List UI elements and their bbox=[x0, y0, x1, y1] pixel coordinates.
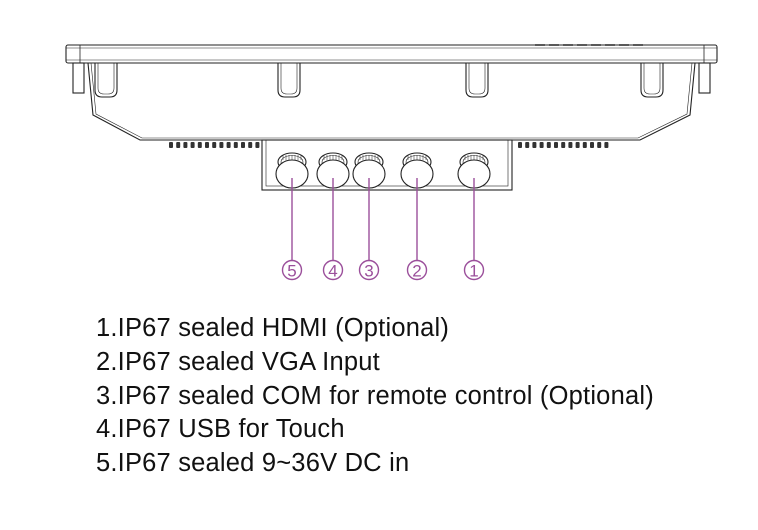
vent-slot bbox=[590, 142, 594, 148]
vent-slot bbox=[518, 142, 522, 148]
connector-hdmi bbox=[457, 152, 491, 189]
connector-block bbox=[261, 139, 513, 191]
vent-slot bbox=[205, 142, 209, 148]
vent-slot bbox=[525, 142, 530, 148]
vent-slot bbox=[568, 142, 573, 148]
legend-item-usb: 4.IP67 USB for Touch bbox=[96, 415, 345, 444]
vent-slot bbox=[604, 142, 609, 148]
vent-slot bbox=[575, 142, 580, 148]
vent-slot bbox=[197, 142, 202, 148]
vent-slot bbox=[169, 142, 173, 148]
callout-number: 5 bbox=[287, 262, 296, 281]
vent-slot bbox=[183, 142, 188, 148]
vent-slot bbox=[233, 142, 238, 148]
vent-slot bbox=[561, 142, 566, 148]
connector-usb-touch bbox=[316, 152, 350, 189]
vent-slot bbox=[539, 142, 544, 148]
vent-slot bbox=[190, 142, 195, 148]
callout-5: 5 bbox=[281, 259, 303, 281]
vent-slots-left bbox=[169, 142, 260, 148]
vent-slot bbox=[212, 142, 217, 148]
mounting-clip bbox=[465, 63, 489, 98]
vent-slots-right bbox=[518, 142, 609, 148]
legend-item-hdmi: 1.IP67 sealed HDMI (Optional) bbox=[96, 314, 450, 342]
vent-slot bbox=[248, 142, 253, 148]
mounting-clip bbox=[277, 63, 301, 98]
device-housing bbox=[65, 44, 718, 141]
legend-item-vga: 2.IP67 sealed VGA Input bbox=[96, 347, 380, 376]
vent-slot bbox=[176, 142, 181, 148]
callout-1: 1 bbox=[463, 259, 485, 281]
vent-slot bbox=[219, 142, 224, 148]
callout-number: 4 bbox=[328, 262, 337, 281]
legend-item-com: 3.IP67 sealed COM for remote control (Op… bbox=[96, 381, 654, 410]
vent-slot bbox=[546, 142, 551, 148]
vent-slot bbox=[582, 142, 587, 148]
vent-slot bbox=[226, 142, 231, 148]
mounting-clip bbox=[640, 63, 664, 98]
vent-slot bbox=[241, 142, 245, 148]
callout-3: 3 bbox=[358, 259, 380, 281]
mounting-clip bbox=[94, 63, 118, 98]
vent-slot bbox=[532, 142, 537, 148]
legend-item-dc-in: 5.IP67 sealed 9~36V DC in bbox=[96, 449, 410, 478]
vent-slot bbox=[554, 142, 558, 148]
vent-slot bbox=[597, 142, 602, 148]
device-bottom-view-diagram: 5 4 3 2 1 bbox=[65, 44, 718, 281]
callout-number: 2 bbox=[412, 262, 421, 281]
connector-dc-power-in bbox=[275, 152, 309, 189]
front-bezel bbox=[65, 44, 718, 64]
vent-slot bbox=[255, 142, 260, 148]
callout-number: 1 bbox=[469, 262, 478, 281]
rear-housing bbox=[87, 62, 696, 141]
callout-number: 3 bbox=[364, 262, 373, 281]
callout-4: 4 bbox=[322, 259, 344, 281]
connector-legend: 1.IP67 sealed HDMI (Optional) 2.IP67 sea… bbox=[96, 312, 654, 481]
callout-2: 2 bbox=[406, 259, 428, 281]
